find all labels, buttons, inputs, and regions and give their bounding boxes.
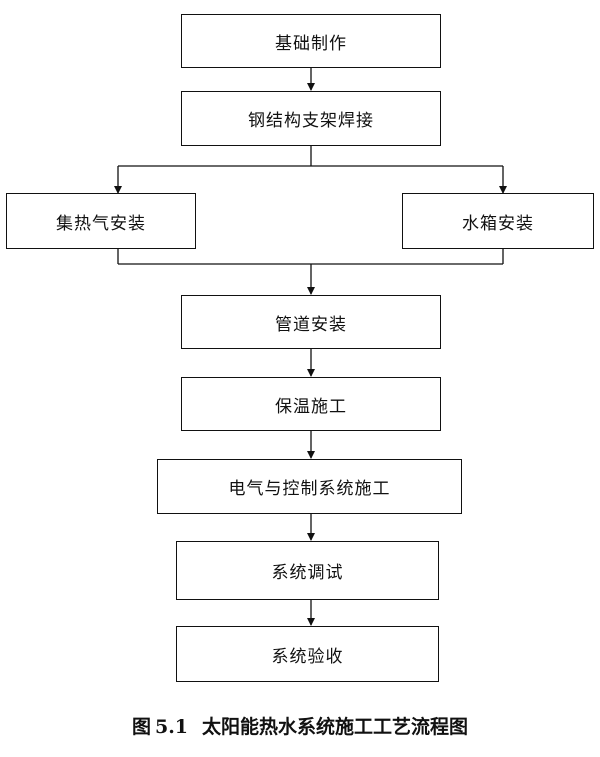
step-debug-label: 系统调试	[271, 563, 344, 583]
caption-number: 5.1	[154, 716, 189, 738]
caption-prefix: 图	[131, 716, 151, 738]
step-water-tank-label: 水箱安装	[462, 213, 534, 234]
step-foundation: 基础制作	[181, 14, 441, 68]
step-electrical-label: 电气与控制系统施工	[228, 479, 391, 499]
step-insulation-label: 保温施工	[275, 396, 347, 417]
step-debug: 系统调试	[176, 541, 439, 600]
step-steel-weld: 钢结构支架焊接	[181, 91, 441, 146]
step-foundation-label: 基础制作	[275, 33, 347, 54]
step-steel-weld-label: 钢结构支架焊接	[248, 111, 374, 131]
step-collector: 集热气安装	[6, 193, 196, 249]
step-acceptance-label: 系统验收	[271, 646, 344, 667]
step-insulation: 保温施工	[181, 377, 441, 431]
step-pipe: 管道安装	[181, 295, 441, 349]
step-pipe-label: 管道安装	[275, 314, 347, 335]
step-electrical: 电气与控制系统施工	[157, 459, 462, 514]
caption-title: 太阳能热水系统施工工艺流程图	[202, 716, 469, 738]
step-collector-label: 集热气安装	[56, 213, 146, 234]
step-water-tank: 水箱安装	[402, 193, 594, 249]
step-acceptance: 系统验收	[176, 626, 439, 682]
